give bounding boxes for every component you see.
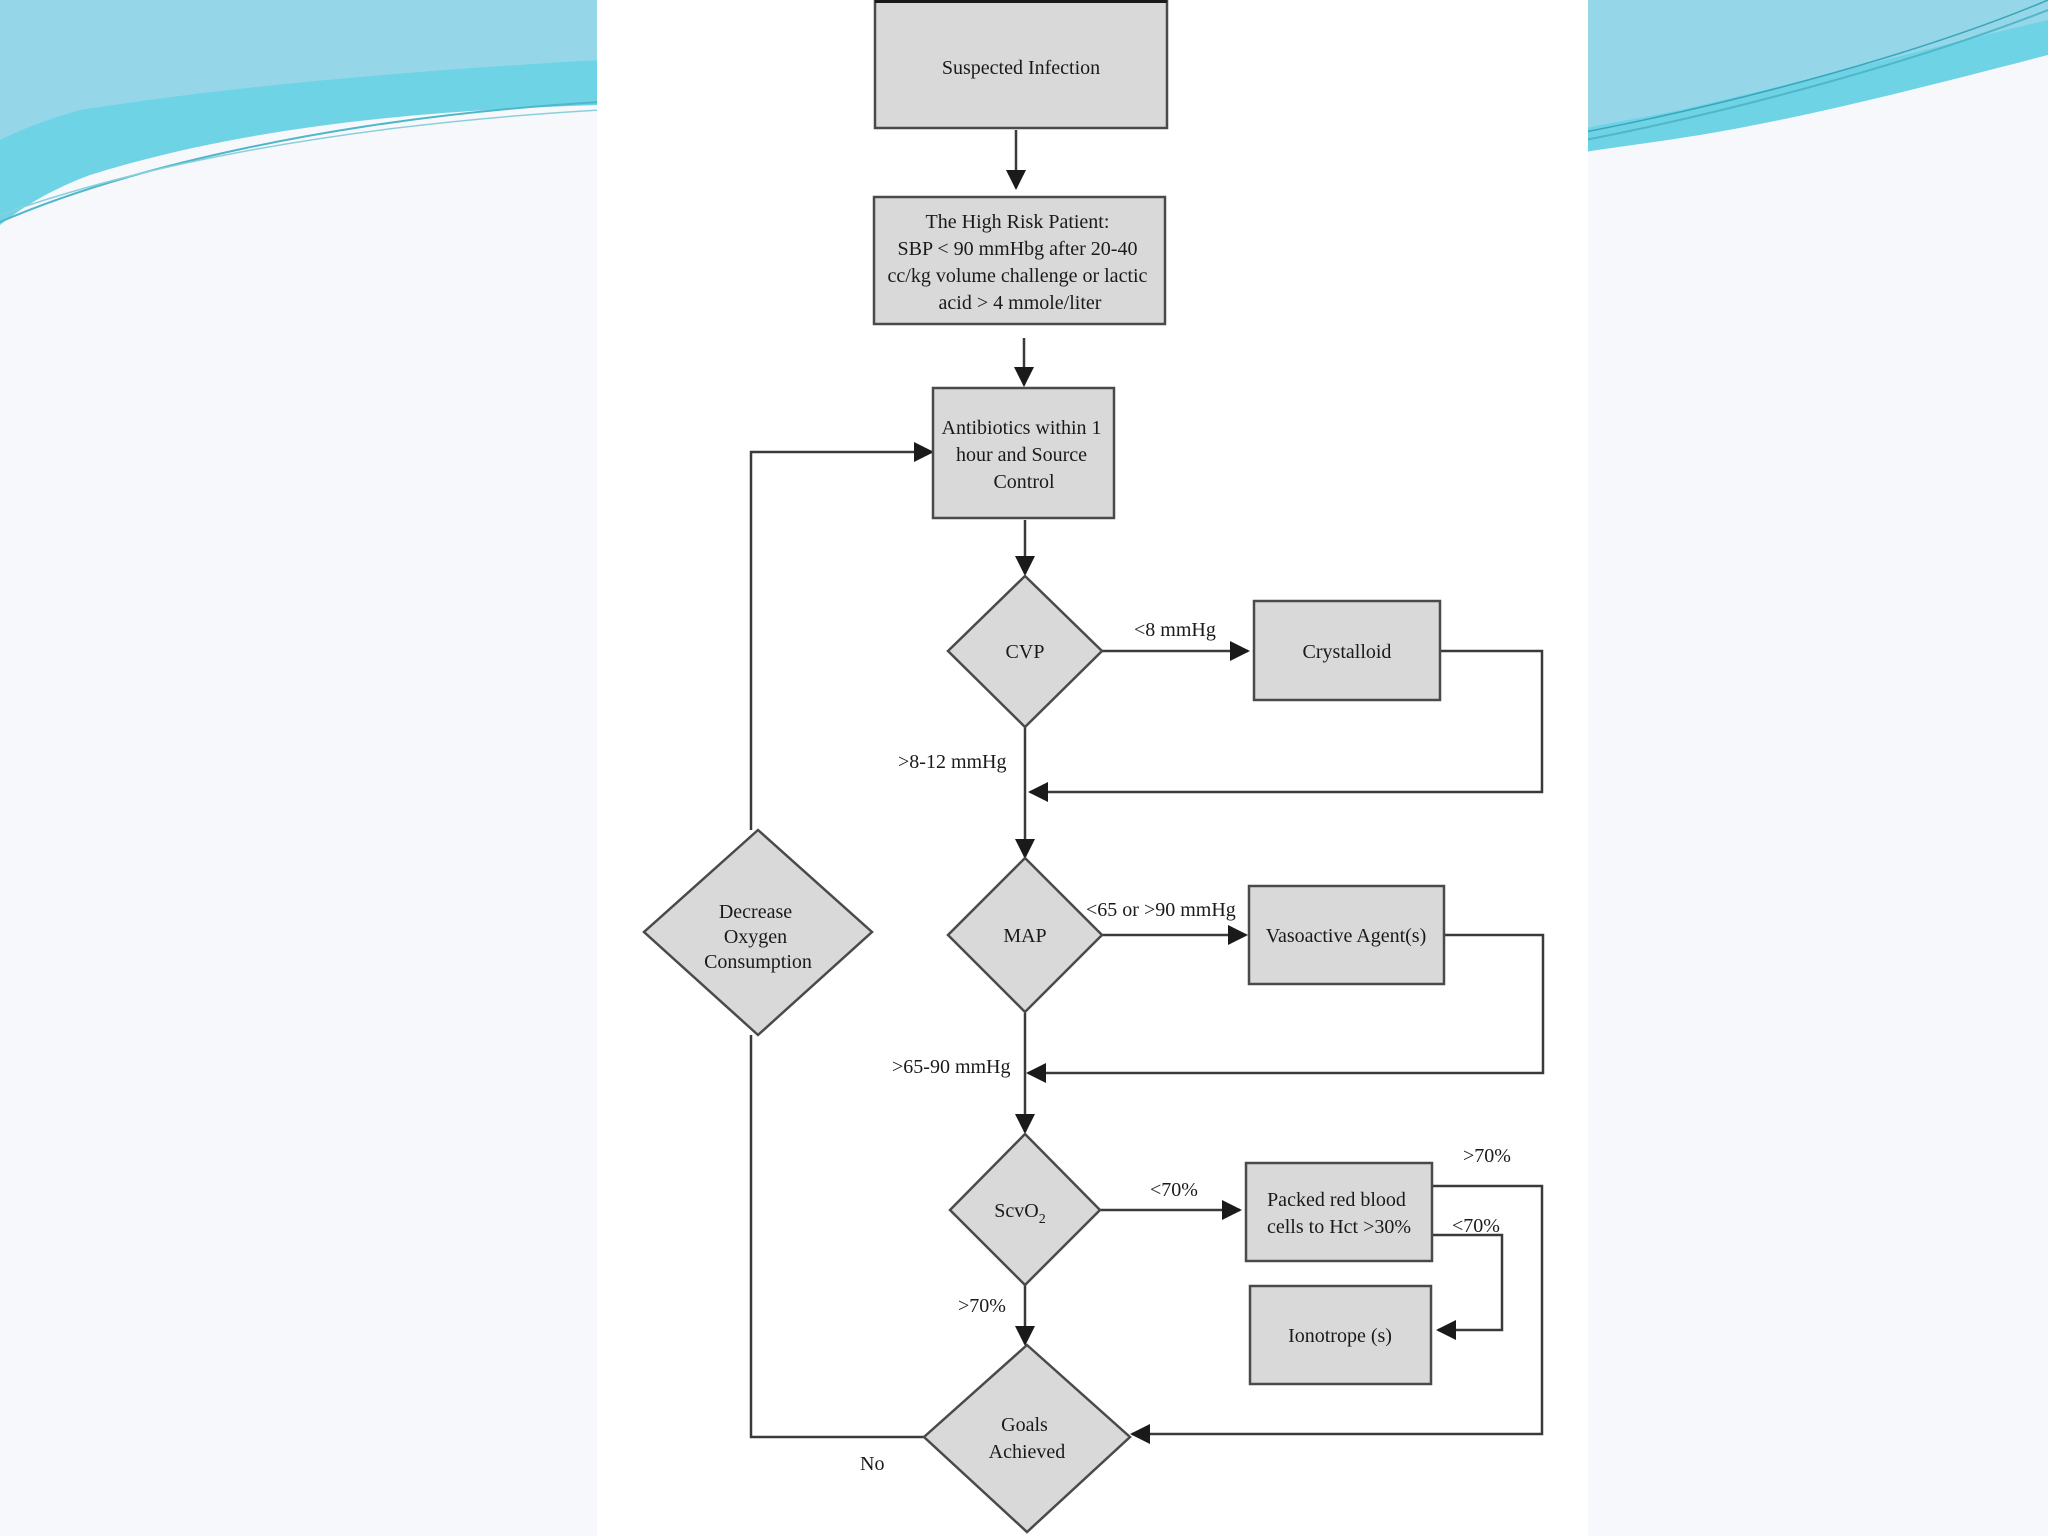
decrease-o2-line-2: Oxygen xyxy=(724,926,787,948)
packed-rbc-line-1: Packed red blood xyxy=(1267,1189,1406,1211)
svg-text:Antibiotics within 1 hou: Antibiotics within 1 hour and Source Con… xyxy=(942,417,1107,493)
decrease-o2-line-1: Decrease xyxy=(719,901,792,923)
arrow-decrease-to-antibiotics xyxy=(749,442,934,830)
svg-text:The High Risk Patient: S: The High Risk Patient: SBP < 90 mmHbg af… xyxy=(888,211,1153,314)
node-suspected-infection: Suspected Infection xyxy=(873,0,1169,130)
node-cvp-decision: CVP xyxy=(946,574,1104,729)
scvo2-subscript: 2 xyxy=(1039,1212,1046,1227)
svg-text:Decrease Oxygen Co: Decrease Oxygen Consumption xyxy=(704,901,812,973)
edge-label-scvo2-low: <70% xyxy=(1150,1179,1198,1201)
high-risk-line-4: acid > 4 mmole/liter xyxy=(939,292,1102,314)
goals-line-2: Achieved xyxy=(989,1441,1066,1463)
ionotrope-label: Ionotrope (s) xyxy=(1288,1325,1392,1347)
flowchart-connectors xyxy=(749,130,1545,1444)
node-crystalloid: Crystalloid xyxy=(1252,599,1442,702)
vasoactive-label: Vasoactive Agent(s) xyxy=(1266,925,1427,947)
node-decrease-oxygen-consumption: Decrease Oxygen Consumption xyxy=(642,828,874,1037)
decrease-o2-line-3: Consumption xyxy=(704,951,812,973)
loop-goals-no-to-decrease xyxy=(749,1035,924,1439)
svg-text:MAP: MAP xyxy=(1003,925,1046,947)
edge-label-rbc-high: >70% xyxy=(1463,1145,1511,1167)
svg-text:CVP: CVP xyxy=(1006,641,1045,663)
node-scvo2-decision: ScvO2 xyxy=(948,1132,1102,1287)
edge-label-goals-no: No xyxy=(860,1453,884,1475)
svg-text:Ionotrope (s): Ionotrope (s) xyxy=(1288,1325,1392,1347)
antibiotics-line-1: Antibiotics within 1 xyxy=(942,417,1102,439)
packed-rbc-line-2: cells to Hct >30% xyxy=(1267,1216,1411,1238)
high-risk-line-1: The High Risk Patient: xyxy=(926,211,1110,233)
node-suspected-infection-line: Suspected Infection xyxy=(942,57,1100,79)
arrow-rbc-to-ionotrope xyxy=(1432,1233,1504,1340)
node-vasoactive-agents: Vasoactive Agent(s) xyxy=(1247,884,1446,986)
svg-text:Packed red blood cells t: Packed red blood cells to Hct >30% xyxy=(1267,1189,1411,1238)
svg-text:Vasoactive Agent(s): Vasoactive Agent(s) xyxy=(1266,925,1427,947)
crystalloid-label: Crystalloid xyxy=(1303,641,1392,663)
arrow-rbc-to-goals xyxy=(1130,1184,1544,1444)
edge-label-map-ok: >65-90 mmHg xyxy=(892,1056,1011,1078)
svg-text:Goals Achieved: Goals Achieved xyxy=(989,1414,1066,1463)
svg-text:Suspected Infection: Suspected Infection xyxy=(942,57,1100,79)
edge-labels: <8 mmHg >8-12 mmHg <65 or >90 mmHg >65-9… xyxy=(860,619,1511,1475)
node-high-risk-patient: The High Risk Patient: SBP < 90 mmHbg af… xyxy=(872,195,1167,326)
svg-text:Crystalloid: Crystalloid xyxy=(1303,641,1392,663)
scvo2-label: ScvO xyxy=(994,1200,1038,1222)
antibiotics-line-2: hour and Source xyxy=(956,444,1087,466)
edge-label-map-out: <65 or >90 mmHg xyxy=(1086,899,1236,921)
node-antibiotics: Antibiotics within 1 hour and Source Con… xyxy=(931,386,1116,520)
cvp-label: CVP xyxy=(1006,641,1045,663)
node-map-decision: MAP xyxy=(946,856,1104,1014)
loop-crystalloid-back xyxy=(1028,649,1544,802)
edge-label-cvp-ok: >8-12 mmHg xyxy=(898,751,1007,773)
map-label: MAP xyxy=(1003,925,1046,947)
top-right-wave-decoration xyxy=(1584,0,2048,152)
node-ionotrope: Ionotrope (s) xyxy=(1248,1284,1433,1386)
antibiotics-line-3: Control xyxy=(993,471,1055,493)
svg-text:ScvO2: ScvO2 xyxy=(994,1200,1045,1227)
edge-label-rbc-low: <70% xyxy=(1452,1215,1500,1237)
loop-vasoactive-back xyxy=(1026,933,1545,1083)
node-packed-red-blood-cells: Packed red blood cells to Hct >30% xyxy=(1244,1161,1434,1263)
high-risk-line-2: SBP < 90 mmHbg after 20-40 xyxy=(898,238,1138,260)
edge-label-scvo2-ok: >70% xyxy=(958,1295,1006,1317)
node-goals-achieved: Goals Achieved xyxy=(922,1343,1132,1534)
edge-label-cvp-low: <8 mmHg xyxy=(1134,619,1216,641)
top-left-wave-decoration xyxy=(0,0,601,225)
goals-line-1: Goals xyxy=(1001,1414,1048,1436)
high-risk-line-3: cc/kg volume challenge or lactic xyxy=(888,265,1148,287)
